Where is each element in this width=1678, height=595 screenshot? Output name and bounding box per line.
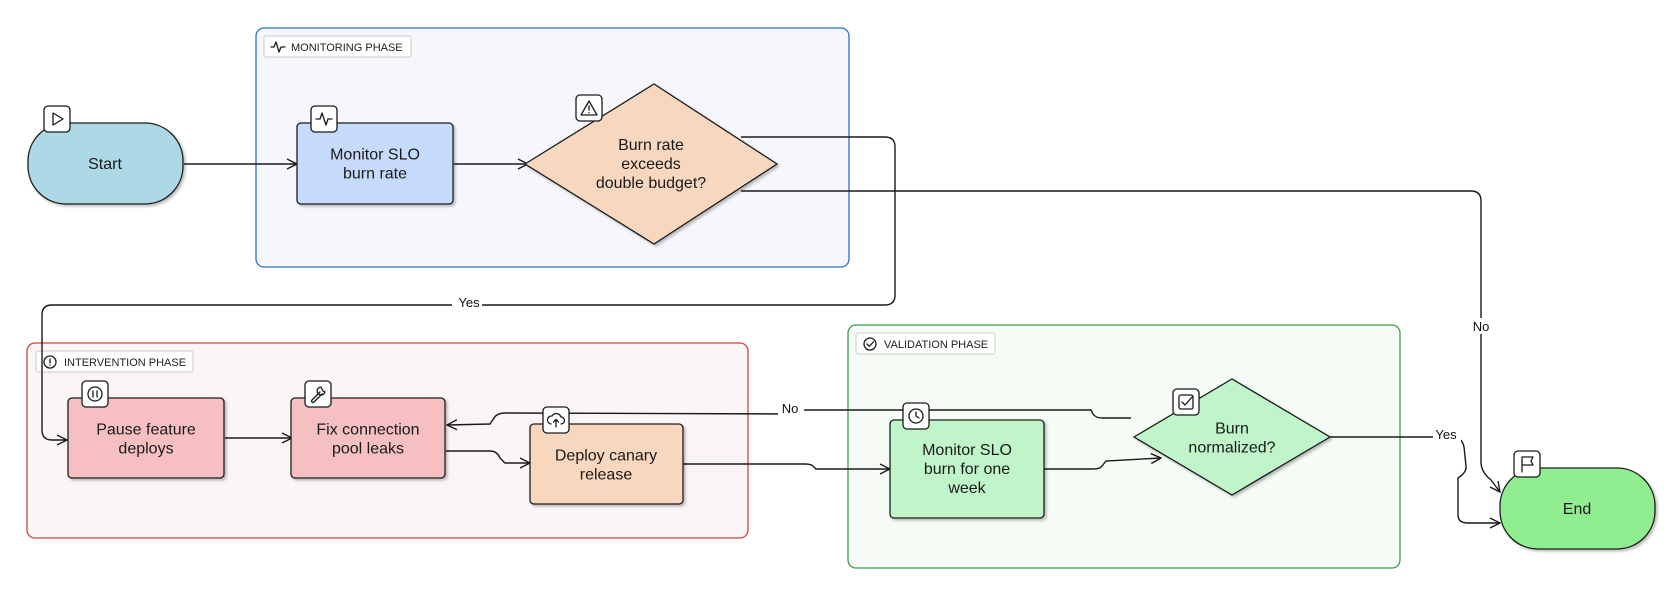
start-node[interactable]: Start [27, 105, 184, 205]
label-line: exceeds [621, 156, 681, 173]
label-line: normalized? [1188, 440, 1275, 457]
intervention-phase-tag [35, 350, 194, 373]
monitor-week-node[interactable]: Monitor SLO burn for one week [889, 402, 1045, 519]
monitor-week-label: Monitor SLO burn for one week [922, 442, 1012, 497]
label-line: release [580, 467, 633, 484]
label-line: Monitor SLO [922, 442, 1012, 459]
edge-labels: Yes No No Yes [452, 294, 1494, 442]
end-node-label: End [1563, 501, 1591, 518]
label-line: double budget? [596, 175, 706, 192]
canary-release-node[interactable]: Deploy canary release [529, 406, 684, 505]
burn-rate-decision-label: Burn rate exceeds double budget? [596, 137, 706, 192]
alert-circle-icon [43, 355, 57, 369]
pause-deploys-node[interactable]: Pause feature deploys [67, 380, 225, 479]
normalized-decision-label: Burn normalized? [1188, 421, 1275, 457]
play-icon [43, 105, 71, 133]
pause-deploys-label: Pause feature deploys [96, 422, 196, 458]
activity-icon [310, 105, 338, 133]
wrench-icon [304, 380, 332, 408]
label-line: Pause feature [96, 422, 196, 439]
edge-label-yes-normalized: Yes [1435, 427, 1457, 442]
edge-fix-to-canary [446, 450, 530, 463]
edge-label-no-burn: No [1473, 319, 1490, 334]
monitoring-phase-label: MONITORING PHASE [291, 42, 403, 54]
check-circle-icon [863, 337, 877, 351]
activity-icon [270, 41, 286, 53]
label-line: deploys [118, 441, 173, 458]
label-line: Monitor SLO [330, 147, 420, 164]
label-line: End [1563, 501, 1591, 518]
label-line: Burn [1215, 421, 1249, 438]
label-line: week [947, 480, 986, 497]
canary-release-label: Deploy canary release [555, 448, 657, 484]
edge-canary-to-monitor-week [683, 463, 890, 469]
label-line: Burn rate [618, 137, 684, 154]
edge-monitor-week-to-normalized [1044, 458, 1161, 470]
flag-icon [1513, 450, 1541, 478]
fix-leaks-label: Fix connection pool leaks [316, 422, 419, 458]
warning-icon [575, 94, 603, 122]
end-node[interactable]: End [1499, 450, 1656, 550]
validation-phase-tag [855, 332, 996, 355]
label-line: Start [88, 156, 122, 173]
label-line: burn rate [343, 166, 407, 183]
monitoring-phase-tag [263, 35, 412, 58]
checkbox-icon [1172, 388, 1200, 416]
burn-rate-decision-node[interactable]: Burn rate exceeds double budget? [523, 83, 779, 245]
normalized-decision-node[interactable]: Burn normalized? [1132, 378, 1332, 496]
label-line: Fix connection [316, 422, 419, 439]
edge-label-no-normalized: No [782, 401, 799, 416]
clock-icon [902, 402, 930, 430]
pause-icon [81, 380, 109, 408]
fix-leaks-node[interactable]: Fix connection pool leaks [290, 380, 446, 479]
validation-phase-label: VALIDATION PHASE [884, 339, 988, 351]
edge-label-yes-burn: Yes [458, 295, 480, 310]
label-line: burn for one [924, 461, 1010, 478]
label-line: pool leaks [332, 441, 404, 458]
start-node-label: Start [88, 156, 122, 173]
label-line: Deploy canary [555, 448, 657, 465]
monitor-burn-rate-node[interactable]: Monitor SLO burn rate [296, 105, 454, 205]
monitor-burn-rate-label: Monitor SLO burn rate [330, 147, 420, 183]
intervention-phase-label: INTERVENTION PHASE [64, 357, 186, 369]
cloud-upload-icon [542, 406, 570, 434]
